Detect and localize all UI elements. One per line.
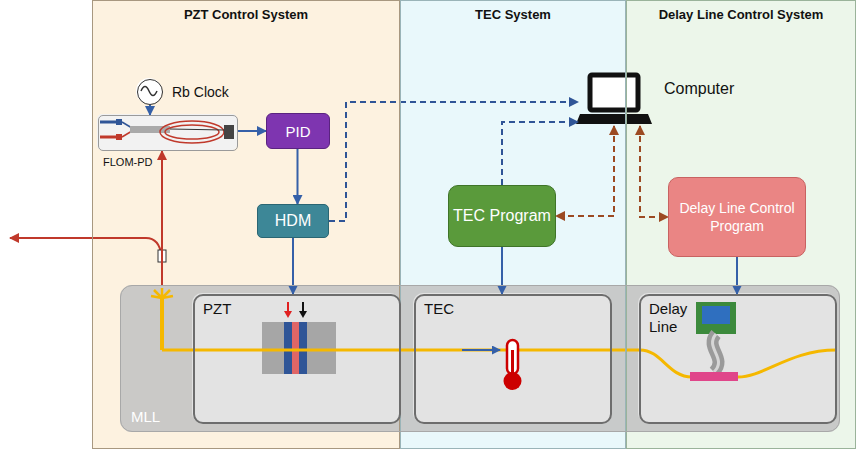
program-box: TEC Program <box>448 185 556 247</box>
mll-fill-part <box>120 285 840 432</box>
flom-pd-device-part <box>100 136 118 139</box>
connector <box>640 126 668 217</box>
delay-mount <box>690 372 738 381</box>
pzt-stack-part <box>299 311 307 318</box>
node-label: Delay Line Control Program <box>669 199 805 235</box>
thermometer-symbol-part <box>462 349 500 351</box>
mll-fill-part <box>638 293 836 423</box>
node-label: FLOM-PD <box>103 156 153 168</box>
node-label: TEC Program <box>453 206 551 226</box>
node-label: Rb Clock <box>172 84 229 100</box>
optical-fiber-part <box>160 298 164 350</box>
flom-pd-device-part <box>160 121 224 143</box>
node-label: PZT Control System <box>93 7 399 22</box>
pzt-stack-part <box>299 322 307 374</box>
flom-pd-device-part <box>116 119 122 125</box>
node-label: PID <box>285 123 310 140</box>
laptop-icon-part <box>590 75 638 110</box>
computer-icon: Computer <box>578 72 652 126</box>
process-box: PID <box>266 113 330 149</box>
flom-pd-box: FLOM-PD <box>98 115 238 151</box>
optical-fiber <box>151 288 836 377</box>
panel-fill-part <box>400 0 626 449</box>
module-box: TEC <box>414 294 612 424</box>
laptop-icon-part <box>576 114 652 124</box>
system-panel: Delay Line Control SystemDelay Line Cont… <box>626 0 856 449</box>
module-box: Delay Line <box>639 294 837 424</box>
panel-fill <box>92 0 856 449</box>
panel-fill-part <box>626 0 856 449</box>
rb-clock-symbol-part <box>141 87 157 96</box>
pzt-stack-part <box>284 311 292 318</box>
mll-fill-part <box>413 293 611 423</box>
clock-circle: Rb Clock <box>137 79 163 105</box>
system-panel: TEC SystemTEC Program <box>400 0 626 449</box>
pzt-stack-part <box>262 322 336 374</box>
node-label: MLL <box>131 408 160 425</box>
optical-fiber-part <box>151 288 173 298</box>
connector <box>502 122 578 185</box>
connector <box>736 257 738 294</box>
delay-stage-part <box>702 306 730 324</box>
connector <box>149 105 151 115</box>
node-label: TEC <box>424 300 454 317</box>
process-box: HDM <box>257 204 329 238</box>
connector <box>161 151 163 285</box>
connector <box>556 126 614 216</box>
mll-band: MLL PZT TEC Delay Line <box>120 285 840 432</box>
mll-fill <box>120 285 840 432</box>
connector <box>501 247 503 294</box>
node-label: Delay Line <box>649 300 693 336</box>
delay-stage-part <box>696 302 736 334</box>
program-box: Delay Line Control Program <box>668 177 806 257</box>
thermometer-symbol-part <box>504 372 522 390</box>
laser-output <box>10 238 166 264</box>
node-label: HDM <box>275 212 311 230</box>
rb-clock-symbol-part <box>136 78 162 104</box>
connector <box>297 149 299 204</box>
node-label: Delay Line Control System <box>627 7 855 22</box>
node-label: PZT <box>203 300 231 317</box>
thermometer-symbol <box>462 340 522 390</box>
flom-pd-device <box>97 114 237 150</box>
pzt-stack-part <box>302 302 304 312</box>
pzt-stack <box>262 302 336 374</box>
delay-stage <box>696 302 736 372</box>
node-label: TEC System <box>401 7 625 22</box>
flom-pd-device-part <box>116 134 122 140</box>
pzt-stack-part <box>284 322 292 374</box>
laser-output-part <box>10 238 162 264</box>
delay-stage-part <box>713 334 719 372</box>
flom-pd-device-part <box>165 125 219 139</box>
laptop-icon <box>576 75 652 124</box>
pzt-stack-part <box>287 302 289 312</box>
node-label: Computer <box>664 80 734 98</box>
flom-pd-device-part <box>100 121 118 124</box>
connector <box>238 130 266 132</box>
pzt-stack-part <box>292 322 299 374</box>
mll-fill-part <box>192 293 400 423</box>
module-box: PZT <box>193 294 401 424</box>
rb-clock-symbol <box>136 78 162 104</box>
flom-pd-device-part <box>97 114 237 150</box>
flom-pd-device-part <box>170 129 224 130</box>
delay-stage-part <box>713 334 719 372</box>
flom-pd-device-part <box>224 125 234 139</box>
system-panel: PZT Control System Rb ClockFLOM-PD PID HDM <box>92 0 400 449</box>
